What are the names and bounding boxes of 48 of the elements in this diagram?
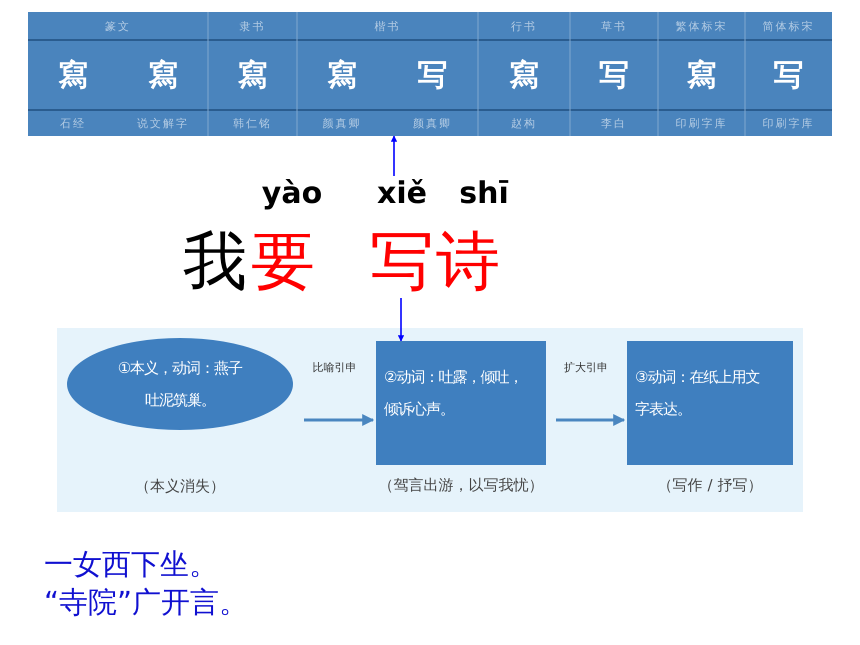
source-label: 赵构 — [511, 116, 537, 130]
meaning-box — [376, 341, 546, 465]
node-text: ①本义，动词：燕子吐泥筑巢。 — [116, 358, 244, 411]
calligraphy-glyph: 寫 — [238, 56, 268, 94]
caption-text: （驾言出游，以写我忧） — [378, 476, 544, 495]
source-label: 石经 — [60, 116, 86, 130]
source-label: 颜真卿 — [322, 116, 362, 130]
source-label: 李白 — [601, 116, 627, 130]
riddle-text: “寺院”广开言。 — [44, 584, 248, 620]
pinyin-text: xiě — [376, 176, 428, 212]
meaning-ellipse — [67, 338, 293, 430]
meaning-box — [627, 341, 793, 465]
calligraphy-glyph: 寫 — [58, 56, 88, 94]
column-header: 行书 — [511, 18, 537, 34]
calligraphy-glyph: 写 — [774, 56, 804, 94]
caption-text: （写作 / 抒写） — [656, 476, 764, 495]
heading-text: 我 — [183, 226, 247, 298]
riddle-text: 一女西下坐。 — [44, 546, 218, 582]
arrow — [304, 414, 374, 426]
source-label: 颜真卿 — [413, 116, 452, 130]
column-header: 楷书 — [374, 18, 400, 34]
source-label: 印刷字库 — [762, 116, 814, 130]
calligraphy-table — [28, 12, 832, 136]
column-header: 简体标宋 — [762, 18, 814, 34]
heading-text: 诗 — [436, 226, 500, 298]
node-text: ②动词：吐露，倾吐，倾诉心声。 — [384, 367, 524, 420]
arrow — [556, 414, 626, 426]
calligraphy-glyph: 寫 — [509, 56, 539, 94]
column-header: 篆文 — [105, 18, 131, 34]
calligraphy-glyph: 写 — [599, 56, 629, 94]
heading-text: 要 — [251, 226, 315, 298]
arrow — [390, 135, 398, 176]
calligraphy-glyph: 寫 — [327, 56, 357, 94]
arrow — [398, 298, 404, 342]
source-label: 印刷字库 — [676, 116, 728, 130]
caption-text: （本义消失） — [134, 477, 226, 496]
pinyin-text: yào — [260, 176, 324, 212]
column-header: 繁体标宋 — [676, 18, 728, 34]
calligraphy-glyph: 寫 — [148, 56, 178, 94]
source-label: 说文解字 — [137, 116, 189, 130]
calligraphy-glyph: 写 — [418, 56, 448, 94]
column-header: 隶书 — [240, 18, 266, 34]
heading-text: 写 — [369, 226, 435, 298]
source-label: 韩仁铭 — [233, 116, 272, 130]
node-text: ③动词：在纸上用文字表达。 — [635, 367, 760, 420]
pinyin-text: shī — [458, 176, 510, 212]
calligraphy-glyph: 寫 — [686, 56, 716, 94]
column-header: 草书 — [601, 18, 627, 34]
